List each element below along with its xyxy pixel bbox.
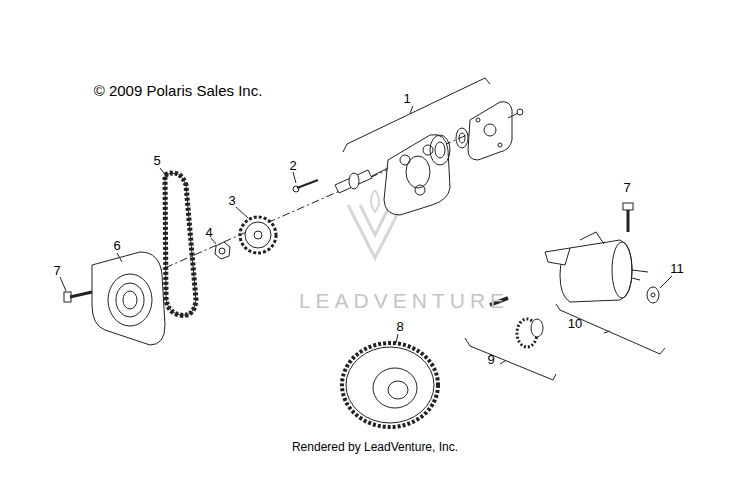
watermark: LEADVENTURE bbox=[299, 290, 509, 311]
callout-number: 11 bbox=[670, 262, 684, 275]
callout-number: 3 bbox=[228, 194, 235, 207]
copyright-note: © 2009 Polaris Sales Inc. bbox=[94, 83, 263, 98]
callout-number: 10 bbox=[568, 317, 582, 330]
callout-number: 6 bbox=[113, 239, 120, 252]
callout-number: 2 bbox=[289, 159, 296, 172]
callout-number: 5 bbox=[153, 154, 160, 167]
exploded-view bbox=[60, 78, 672, 427]
callout-number: 7 bbox=[623, 181, 630, 194]
callout-number: 9 bbox=[487, 353, 494, 366]
callout-number: 7 bbox=[53, 264, 60, 277]
callout-number: 1 bbox=[403, 92, 410, 105]
callout-number: 8 bbox=[396, 320, 403, 333]
credit-note: Rendered by LeadVenture, Inc. bbox=[292, 441, 458, 453]
callout-number: 4 bbox=[205, 226, 212, 239]
